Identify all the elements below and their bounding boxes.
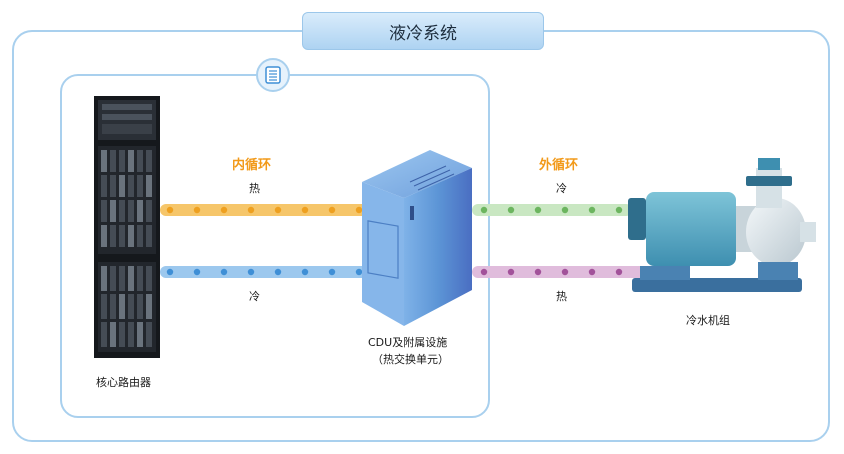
rack-slot: [110, 294, 116, 319]
outer-hot-label: 热: [556, 290, 567, 303]
chiller-unit-icon: [628, 158, 816, 292]
rack-slot: [110, 150, 116, 172]
flow-dot: [534, 268, 542, 276]
flow-dot: [166, 268, 174, 276]
chiller-label: 冷水机组: [686, 314, 730, 327]
flow-dot: [480, 268, 488, 276]
flow-dot: [301, 206, 309, 214]
flow-dot: [193, 206, 201, 214]
flow-dot: [534, 206, 542, 214]
rack-slot: [119, 175, 125, 197]
flow-dot: [355, 206, 363, 214]
rack-slot: [119, 200, 125, 222]
rack-slot: [101, 294, 107, 319]
rack-slot: [146, 200, 152, 222]
flow-dot: [220, 206, 228, 214]
rack-slot: [101, 150, 107, 172]
rack-slot: [128, 150, 134, 172]
flow-dot: [561, 268, 569, 276]
rack-slot: [110, 175, 116, 197]
rack-slot: [137, 175, 143, 197]
outer-hot-pipe: [472, 266, 682, 278]
rack-slot: [128, 266, 134, 291]
flow-dot: [220, 268, 228, 276]
rack-slot: [101, 322, 107, 347]
rack-slot: [128, 322, 134, 347]
rack-slot: [146, 266, 152, 291]
flow-dot: [507, 268, 515, 276]
rack-slot: [128, 200, 134, 222]
flow-dot: [247, 268, 255, 276]
inner-hot-pipe: [160, 204, 368, 216]
flow-dot: [328, 268, 336, 276]
rack-slot: [137, 150, 143, 172]
rack-slot: [119, 225, 125, 247]
flow-dot: [588, 268, 596, 276]
flow-dot: [615, 206, 623, 214]
flow-dot: [355, 268, 363, 276]
flow-dot: [193, 268, 201, 276]
rack-slot: [137, 200, 143, 222]
rack-slot: [128, 225, 134, 247]
rack-slot: [110, 200, 116, 222]
rack-slot: [119, 150, 125, 172]
rack-slot: [119, 322, 125, 347]
flow-dot: [480, 206, 488, 214]
inner-loop-label: 内循环: [232, 158, 272, 173]
rack-slot: [128, 294, 134, 319]
flow-dot: [328, 206, 336, 214]
flow-dot: [166, 206, 174, 214]
router-label: 核心路由器: [96, 376, 151, 389]
rack-slot: [146, 225, 152, 247]
rack-slot: [101, 266, 107, 291]
flow-dot: [507, 206, 515, 214]
cdu-label-line2: （热交换单元）: [372, 353, 449, 366]
rack-slot: [101, 175, 107, 197]
rack-slot: [146, 150, 152, 172]
outer-cold-pipe: [472, 204, 632, 216]
rack-slot: [128, 175, 134, 197]
rack-slot: [137, 266, 143, 291]
diagram-title: 液冷系统: [302, 12, 544, 50]
rack-slot: [110, 322, 116, 347]
flow-dot: [615, 268, 623, 276]
flow-dot: [301, 268, 309, 276]
inner-hot-label: 热: [249, 182, 260, 195]
rack-slot: [146, 322, 152, 347]
rack-slot: [119, 294, 125, 319]
core-router-rack-icon: [94, 96, 160, 358]
rack-slot: [137, 322, 143, 347]
rack-slot: [101, 200, 107, 222]
inner-cold-label: 冷: [249, 290, 260, 303]
rack-slot: [137, 225, 143, 247]
rack-slot: [110, 266, 116, 291]
cabinet-badge-icon: [256, 58, 290, 92]
flow-dot: [588, 206, 596, 214]
cdu-label-line1: CDU及附属设施: [368, 336, 448, 349]
rack-slot: [119, 266, 125, 291]
flow-dot: [247, 206, 255, 214]
inner-cold-pipe: [160, 266, 368, 278]
flow-dot: [561, 206, 569, 214]
cdu-cabinet-icon: [362, 150, 472, 326]
rack-slot: [146, 294, 152, 319]
flow-dot: [274, 268, 282, 276]
flow-dot: [274, 206, 282, 214]
outer-loop-label: 外循环: [539, 158, 579, 173]
rack-slot: [110, 225, 116, 247]
rack-slot: [146, 175, 152, 197]
rack-slot: [137, 294, 143, 319]
outer-cold-label: 冷: [556, 182, 567, 195]
rack-slot: [101, 225, 107, 247]
